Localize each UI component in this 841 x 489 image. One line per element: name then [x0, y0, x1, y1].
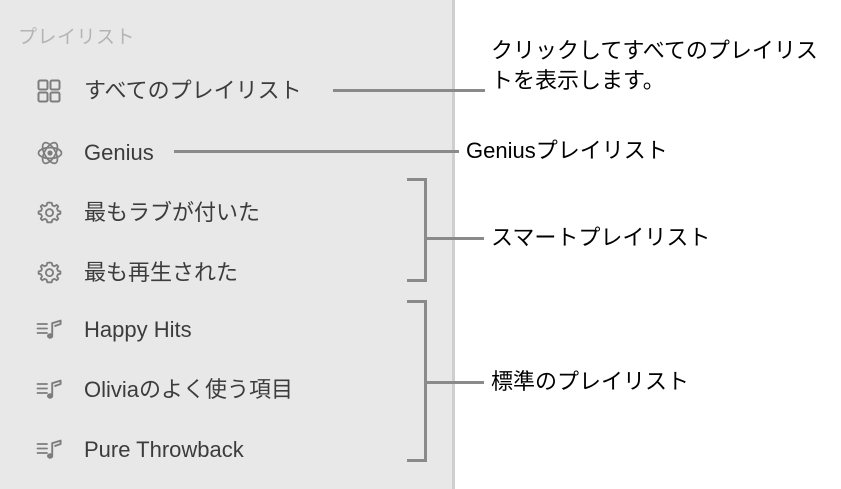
- music-note-list-icon: [36, 375, 70, 405]
- bracket-smart-playlists: [407, 178, 427, 282]
- annotation-genius: Geniusプレイリスト: [466, 138, 668, 163]
- sidebar-divider: [452, 0, 455, 489]
- sidebar-item-happy-hits[interactable]: Happy Hits: [36, 313, 192, 347]
- sidebar-item-label: Oliviaのよく使う項目: [84, 377, 294, 402]
- sidebar-item-label: Pure Throwback: [84, 437, 244, 462]
- sidebar-item-label: すべてのプレイリスト: [84, 78, 302, 103]
- bracket-standard-playlists: [407, 300, 427, 462]
- atom-icon: [36, 138, 70, 168]
- sidebar-item-pure-throwback[interactable]: Pure Throwback: [36, 433, 244, 467]
- sidebar-item-genius[interactable]: Genius: [36, 136, 154, 170]
- section-header-playlists: プレイリスト: [18, 27, 136, 48]
- sidebar-item-most-loved[interactable]: 最もラブが付いた: [36, 196, 260, 230]
- annotation-all-playlists: クリックしてすべてのプレイリストを表示します。: [491, 38, 818, 93]
- leader-line-smart-playlists: [424, 237, 484, 240]
- sidebar-item-label: 最も再生された: [84, 260, 239, 285]
- gear-icon: [36, 258, 70, 288]
- music-note-list-icon: [36, 435, 70, 465]
- leader-line-all-playlists: [333, 89, 485, 92]
- sidebar-item-label: Genius: [84, 140, 154, 165]
- annotation-smart-playlists: スマートプレイリスト: [491, 225, 711, 250]
- leader-line-standard-playlists: [424, 381, 484, 384]
- gear-icon: [36, 198, 70, 228]
- music-note-list-icon: [36, 315, 70, 345]
- grid-icon: [36, 76, 70, 106]
- sidebar-item-label: 最もラブが付いた: [84, 200, 261, 225]
- sidebar-item-most-played[interactable]: 最も再生された: [36, 256, 238, 290]
- playlists-sidebar: [0, 0, 452, 489]
- annotation-standard-playlists: 標準のプレイリスト: [491, 369, 690, 394]
- sidebar-item-olivia-favorites[interactable]: Oliviaのよく使う項目: [36, 373, 293, 407]
- sidebar-item-label: Happy Hits: [84, 317, 192, 342]
- sidebar-item-all-playlists[interactable]: すべてのプレイリスト: [36, 74, 302, 108]
- leader-line-genius: [174, 150, 459, 153]
